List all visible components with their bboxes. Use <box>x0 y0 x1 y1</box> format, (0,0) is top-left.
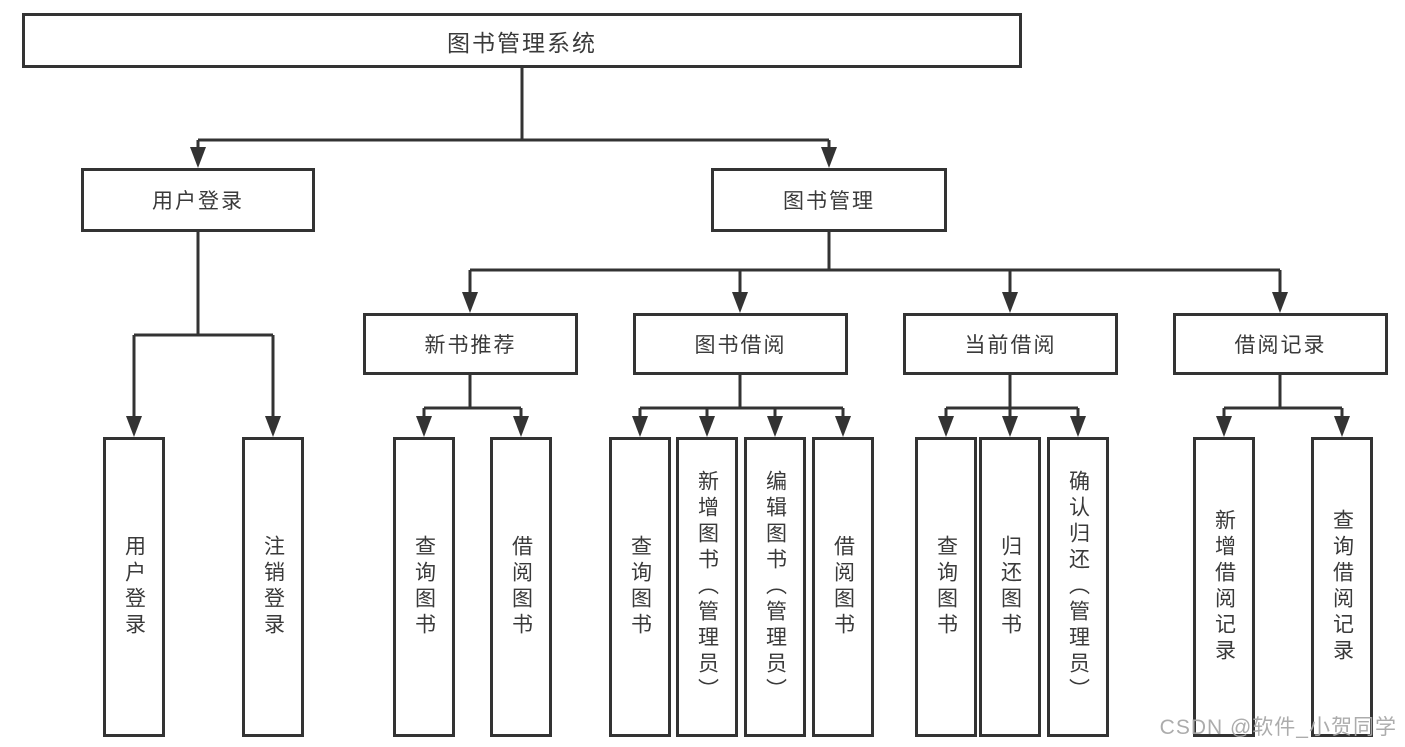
leaf-query-books-borrowing: 查询图书 <box>609 437 671 737</box>
leaf-query-borrow-record: 查询借阅记录 <box>1311 437 1373 737</box>
node-new-book-recommendation: 新书推荐 <box>363 313 578 375</box>
leaf-confirm-return-admin: 确认归还（管理员） <box>1047 437 1109 737</box>
csdn-watermark: CSDN @软件_小贺同学 <box>1159 716 1397 739</box>
leaf-edit-book-admin: 编辑图书（管理员） <box>744 437 806 737</box>
leaf-user-login: 用户登录 <box>103 437 165 737</box>
leaf-query-books-current: 查询图书 <box>915 437 977 737</box>
arrowheads <box>126 147 1350 437</box>
leaf-borrow-books-recommend: 借阅图书 <box>490 437 552 737</box>
leaf-add-borrow-record: 新增借阅记录 <box>1193 437 1255 737</box>
node-current-borrowing: 当前借阅 <box>903 313 1118 375</box>
node-book-borrowing: 图书借阅 <box>633 313 848 375</box>
node-library-management-system: 图书管理系统 <box>22 13 1022 68</box>
leaf-add-book-admin: 新增图书（管理员） <box>676 437 738 737</box>
leaf-return-book: 归还图书 <box>979 437 1041 737</box>
node-book-management: 图书管理 <box>711 168 947 232</box>
node-borrowing-records: 借阅记录 <box>1173 313 1388 375</box>
leaf-query-books-recommend: 查询图书 <box>393 437 455 737</box>
node-user-login: 用户登录 <box>81 168 315 232</box>
leaf-borrow-books-borrowing: 借阅图书 <box>812 437 874 737</box>
leaf-logout: 注销登录 <box>242 437 304 737</box>
